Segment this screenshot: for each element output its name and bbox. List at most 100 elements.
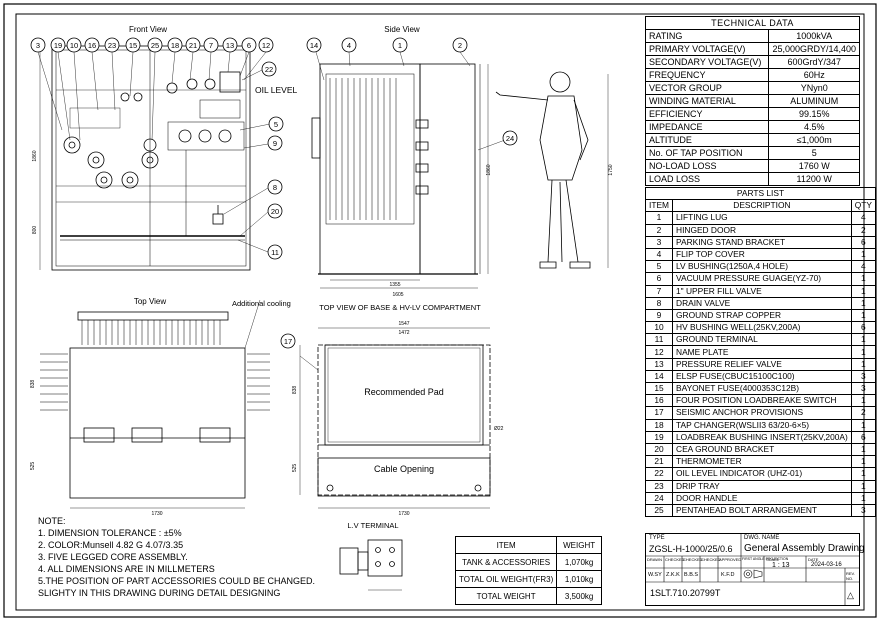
balloon-10: 10 <box>70 41 78 50</box>
warning-triangle-icon: △ <box>847 590 854 600</box>
part-item-number: 25 <box>644 503 674 518</box>
balloon-4: 4 <box>347 41 351 50</box>
part-item-number: 10 <box>644 321 674 335</box>
part-description: PRESSURE RELIEF VALVE <box>672 357 852 371</box>
part-quantity: 6 <box>850 430 877 444</box>
part-quantity: 1 <box>850 345 877 359</box>
part-quantity: 2 <box>850 406 877 420</box>
approved-by: K.F.D <box>721 572 735 578</box>
balloon-13: 13 <box>226 41 234 50</box>
part-quantity: 1 <box>850 455 877 469</box>
part-quantity: 3 <box>850 369 877 384</box>
technical-data-value: ALUMINUM <box>768 94 860 108</box>
weight-row: TOTAL OIL WEIGHT(FR3)1,010kg <box>454 570 602 588</box>
part-quantity: 4 <box>850 211 877 225</box>
dim-front-low: 800 <box>32 226 38 235</box>
title-block-lines <box>646 534 859 605</box>
cable-opening-label: Cable Opening <box>374 464 434 474</box>
dim-side-inner: 1355 <box>389 282 400 288</box>
weight-item: TANK & ACCESSORIES <box>454 553 558 571</box>
role-drawn: DRAWN <box>647 557 662 562</box>
part-quantity: 2 <box>850 223 877 237</box>
dim-base-hole: Ø22 <box>494 426 504 432</box>
notes-title: NOTE: <box>38 516 66 526</box>
part-quantity: 1 <box>850 247 877 262</box>
part-item-number: 1 <box>644 211 674 225</box>
balloon-circles <box>30 37 518 349</box>
weight-item: TOTAL OIL WEIGHT(FR3) <box>454 570 558 588</box>
title-block: TYPE ZGSL-H-1000/25/0.6 DWG. NAME Genera… <box>645 533 865 606</box>
balloon-16: 16 <box>88 41 96 50</box>
weight-header-row: ITEM WEIGHT <box>454 536 602 554</box>
balloon-6: 6 <box>247 41 251 50</box>
technical-data-label: ALTITUDE <box>644 133 770 147</box>
part-quantity: 4 <box>850 260 877 274</box>
part-quantity: 1 <box>850 357 877 371</box>
top-view-title: Top View <box>134 297 167 306</box>
lv-terminal-title: L.V TERMINAL <box>347 521 398 530</box>
technical-data-value: 60Hz <box>768 68 860 82</box>
part-description: 1" UPPER FILL VALVE <box>672 284 852 298</box>
rev-label: REV. NO. <box>846 571 855 581</box>
type-label: TYPE <box>649 535 665 541</box>
technical-data-row: ALTITUDE≤1,000m <box>644 133 860 147</box>
part-quantity: 1 <box>850 479 877 493</box>
note-line: 5.THE POSITION OF PART ACCESSORIES COULD… <box>38 576 316 586</box>
part-description: PENTAHEAD BOLT ARRANGEMENT <box>672 503 852 518</box>
part-item-number: 5 <box>644 260 674 274</box>
technical-data-label: IMPEDANCE <box>644 120 770 134</box>
part-quantity: 1 <box>850 308 877 323</box>
part-description: DRIP TRAY <box>672 479 852 493</box>
balloon-25: 25 <box>151 41 159 50</box>
parts-list-header-row: ITEM DESCRIPTION QTY <box>644 199 877 213</box>
part-item-number: 24 <box>644 491 674 505</box>
part-item-number: 16 <box>644 394 674 408</box>
technical-data-label: EFFICIENCY <box>644 107 770 121</box>
technical-data-label: FREQUENCY <box>644 68 770 82</box>
balloon-12: 12 <box>262 41 270 50</box>
dim-base-width: 1730 <box>398 511 409 517</box>
role-checked: CHECKED <box>683 557 703 562</box>
part-item-number: 21 <box>644 455 674 469</box>
technical-data-value: 1760 W <box>768 159 860 173</box>
weight-header-weight: WEIGHT <box>556 536 602 554</box>
note-line: 3. FIVE LEGGED CORE ASSEMBLY. <box>38 552 188 562</box>
role-checked: CHECKED <box>665 557 685 562</box>
outer-frame <box>3 3 877 618</box>
human-scale-figure <box>495 71 609 269</box>
weight-value: 1,010kg <box>556 570 602 588</box>
balloon-19: 19 <box>54 41 62 50</box>
balloon-21: 21 <box>189 41 197 50</box>
lv-terminal-detail <box>339 539 403 591</box>
part-item-number: 23 <box>644 479 674 493</box>
weight-value: 3,500kg <box>556 587 602 605</box>
part-quantity: 1 <box>850 333 877 347</box>
dwg-name-value: General Assembly Drawing <box>744 543 865 554</box>
front-view <box>37 45 271 271</box>
part-description: CEA GROUND BRACKET <box>672 442 852 457</box>
part-description: DOOR HANDLE <box>672 491 852 505</box>
technical-data-label: LOAD LOSS <box>644 172 770 186</box>
